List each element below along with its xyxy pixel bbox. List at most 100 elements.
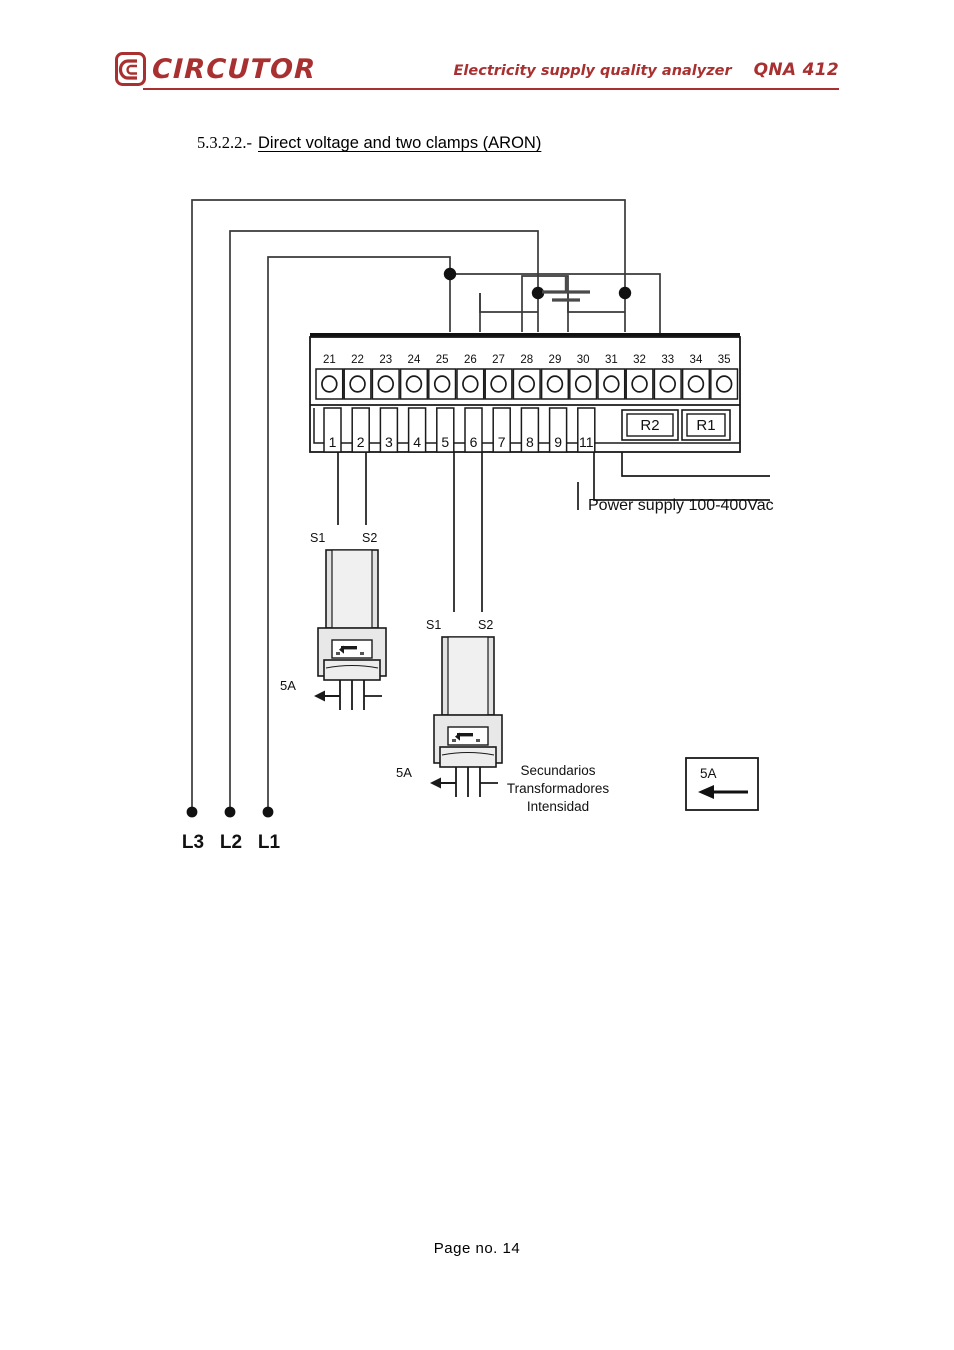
terminal-socket-icon [349, 375, 366, 393]
terminal-socket-icon [462, 375, 479, 393]
section-heading: 5.3.2.2.- Direct voltage and two clamps … [197, 133, 541, 153]
brand-wordmark: CIRCUTOR [151, 53, 317, 85]
terminal-label-8: 8 [526, 434, 534, 450]
header-divider-rule [143, 88, 839, 90]
terminal-socket-23[interactable]: 23 [371, 354, 400, 400]
clamp1-label-s2: S2 [362, 531, 377, 545]
terminal-socket-icon [659, 375, 677, 393]
terminal-socket-33[interactable]: 33 [653, 354, 682, 400]
terminal-socket-34[interactable]: 34 [681, 354, 711, 400]
terminal-socket-22[interactable]: 22 [343, 354, 372, 400]
left-arrow-icon [698, 785, 748, 799]
terminal-connector-4[interactable]: 4 [407, 407, 437, 453]
section-title: Direct voltage and two clamps (ARON) [258, 134, 542, 152]
phase-label-l2: L2 [220, 832, 242, 853]
header-title-group: Electricity supply quality analyzer QNA … [454, 60, 839, 80]
terminal-socket-26[interactable]: 26 [456, 354, 485, 400]
terminal-number-21: 21 [323, 354, 336, 366]
terminal-socket-27[interactable]: 27 [484, 354, 513, 400]
terminal-connector-7[interactable]: 7 [492, 407, 522, 453]
earth-plate-icon [542, 276, 590, 302]
legend-line-3: Intensidad [527, 799, 589, 814]
clamp1-label-s1: S1 [310, 531, 325, 545]
terminal-socket-21[interactable]: 21 [315, 354, 344, 400]
clamp2-rating-label: 5A [396, 765, 412, 780]
terminal-number-26: 26 [464, 354, 477, 366]
terminal-socket-icon [687, 375, 705, 393]
terminal-number-28: 28 [520, 354, 533, 366]
brand-logo: CIRCUTOR [115, 52, 317, 86]
current-clamp-2: S1 S2 5A [396, 618, 503, 798]
page-footer: Page no. 14 [0, 1240, 954, 1258]
terminal-number-24: 24 [408, 354, 421, 366]
power-supply-label: Power supply 100-400Vac [588, 497, 774, 514]
phase-feeder-lines [191, 199, 626, 812]
phase-label-l1: L1 [258, 832, 281, 853]
terminal-row-left-hook [313, 408, 324, 444]
terminal-number-30: 30 [577, 354, 590, 366]
terminal-socket-icon [321, 375, 338, 393]
legend-line-2: Transformadores [507, 781, 610, 796]
terminal-label-2: 2 [357, 434, 365, 450]
terminal-socket-31[interactable]: 31 [597, 354, 626, 400]
terminal-socket-icon [433, 375, 451, 393]
terminal-label-5: 5 [441, 434, 449, 450]
legend-group: Secundarios Transformadores Intensidad 5… [507, 757, 759, 814]
relay-box-r1: R1 [681, 409, 731, 441]
earth-branch [521, 275, 569, 332]
terminal-number-29: 29 [549, 354, 562, 366]
terminal-label-11: 11 [579, 434, 594, 450]
terminal-label-4: 4 [413, 434, 421, 450]
terminal-number-32: 32 [633, 354, 646, 366]
terminal-number-31: 31 [605, 354, 618, 366]
relay-box-r2: R2 [621, 409, 679, 441]
terminal-number-27: 27 [492, 354, 505, 366]
circutor-c-logo-icon [115, 52, 146, 86]
clamp2-label-s2: S2 [478, 618, 493, 632]
terminal-connector-5[interactable]: 5 [436, 407, 465, 453]
top-terminal-row: 21 22 23 24 25 26 27 28 29 30 31 32 33 34 35 [315, 354, 739, 400]
terminal-socket-icon [715, 375, 733, 393]
terminal-socket-icon [603, 375, 620, 393]
terminal-label-9: 9 [554, 434, 562, 450]
terminal-socket-icon [574, 375, 592, 393]
terminal-socket-24[interactable]: 24 [399, 354, 429, 400]
terminal-connector-9[interactable]: 9 [548, 407, 578, 453]
phase-terminal-points [186, 806, 274, 818]
terminal-socket-32[interactable]: 32 [625, 354, 654, 400]
terminal-socket-icon [377, 375, 395, 393]
terminal-socket-35[interactable]: 35 [710, 354, 739, 400]
terminal-socket-icon [405, 375, 423, 393]
clamp2-secondary-wires [453, 452, 483, 612]
terminal-label-6: 6 [470, 434, 478, 450]
terminal-socket-25[interactable]: 25 [428, 354, 457, 400]
terminal-connector-8[interactable]: 8 [520, 407, 550, 453]
page-header: CIRCUTOR Electricity supply quality anal… [0, 0, 954, 110]
terminal-connector-2[interactable]: 2 [351, 407, 381, 453]
terminal-label-1: 1 [329, 434, 337, 450]
terminal-connector-1[interactable]: 1 [323, 407, 353, 453]
terminal-socket-29[interactable]: 29 [540, 354, 570, 400]
phase-bridge-wires [450, 273, 661, 335]
terminal-socket-28[interactable]: 28 [512, 354, 541, 400]
terminal-connector-6[interactable]: 6 [464, 407, 494, 453]
page-number-label: Page no. 14 [433, 1240, 521, 1257]
power-supply-leader-lines [577, 452, 770, 510]
header-model: QNA 412 [753, 60, 839, 80]
terminal-number-34: 34 [690, 354, 703, 366]
terminal-connector-3[interactable]: 3 [379, 407, 409, 453]
terminal-number-35: 35 [718, 354, 731, 366]
clamp1-secondary-wires [337, 452, 367, 525]
relay-label-r1: R1 [696, 417, 715, 434]
terminal-label-3: 3 [385, 434, 393, 450]
terminal-socket-30[interactable]: 30 [569, 354, 598, 400]
legend-line-1: Secundarios [520, 763, 595, 778]
terminal-socket-icon [546, 375, 564, 393]
terminal-number-25: 25 [436, 354, 449, 366]
phase-label-l3: L3 [182, 832, 204, 853]
aron-connection-wiring-diagram: L3 L2 L1 [170, 180, 810, 870]
terminal-number-23: 23 [379, 354, 392, 366]
terminal-socket-icon [631, 375, 648, 393]
terminal-socket-icon [518, 375, 536, 393]
terminal-connector-11[interactable]: 11 [577, 407, 596, 453]
